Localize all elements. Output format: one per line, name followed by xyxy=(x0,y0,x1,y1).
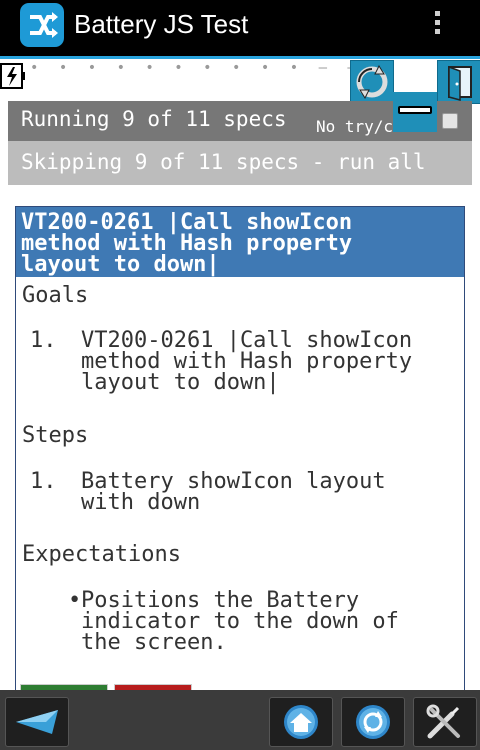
refresh-button[interactable] xyxy=(341,697,405,747)
collapse-button[interactable] xyxy=(393,92,437,132)
bottom-nav-bar xyxy=(0,690,480,750)
steps-heading: Steps xyxy=(22,423,89,448)
expectation-line: Positions the Battery xyxy=(81,588,360,613)
spec-title-line: method with Hash property xyxy=(21,231,353,256)
battery-charging-icon xyxy=(0,61,26,91)
step-line: Battery showIcon layout xyxy=(81,469,386,494)
overflow-menu-icon[interactable] xyxy=(430,8,444,42)
exit-door-icon xyxy=(448,65,472,101)
spec-title-line: layout to down| xyxy=(21,252,220,277)
status-dots: • • • • • • • • • • – – xyxy=(30,60,362,76)
reload-button[interactable] xyxy=(350,60,394,104)
goals-heading: Goals xyxy=(22,283,89,308)
goal-line: VT200-0261 |Call showIcon xyxy=(81,328,413,353)
reload-icon xyxy=(356,64,388,100)
back-button[interactable] xyxy=(5,697,69,747)
goal-line: method with Hash property xyxy=(81,349,413,374)
actionbar-divider xyxy=(0,56,480,59)
no-try-catch-label: No try/c xyxy=(316,117,394,136)
exit-button[interactable] xyxy=(437,60,480,104)
goal-line: layout to down| xyxy=(81,370,280,395)
goal-number: 1. xyxy=(30,328,57,353)
expectation-line: the screen. xyxy=(81,630,227,655)
home-icon xyxy=(284,705,318,739)
back-icon xyxy=(16,710,58,734)
expectation-line: indicator to the down of xyxy=(81,609,399,634)
refresh-icon xyxy=(356,705,390,739)
minus-icon xyxy=(398,106,432,114)
home-button[interactable] xyxy=(269,697,333,747)
app-title: Battery JS Test xyxy=(74,9,249,39)
no-try-catch-checkbox[interactable] xyxy=(442,113,458,129)
skipping-specs-bar[interactable]: Skipping 9 of 11 specs - run all xyxy=(8,141,472,185)
step-number: 1. xyxy=(30,469,57,494)
action-bar: Battery JS Test xyxy=(0,0,480,56)
running-specs-text: Running 9 of 11 specs xyxy=(21,107,287,131)
settings-button[interactable] xyxy=(413,697,477,747)
expectations-heading: Expectations xyxy=(22,542,181,567)
app-x-icon[interactable] xyxy=(20,3,64,47)
spec-detail-card: VT200-0261 |Call showIcon method with Ha… xyxy=(15,206,465,698)
spec-title: VT200-0261 |Call showIcon method with Ha… xyxy=(16,207,464,277)
expectation-bullet: • xyxy=(68,588,82,613)
spec-title-line: VT200-0261 |Call showIcon xyxy=(21,210,353,235)
skipping-specs-link[interactable]: Skipping 9 of 11 specs - run all xyxy=(21,150,426,174)
step-line: with down xyxy=(81,490,201,515)
settings-icon xyxy=(426,704,460,739)
